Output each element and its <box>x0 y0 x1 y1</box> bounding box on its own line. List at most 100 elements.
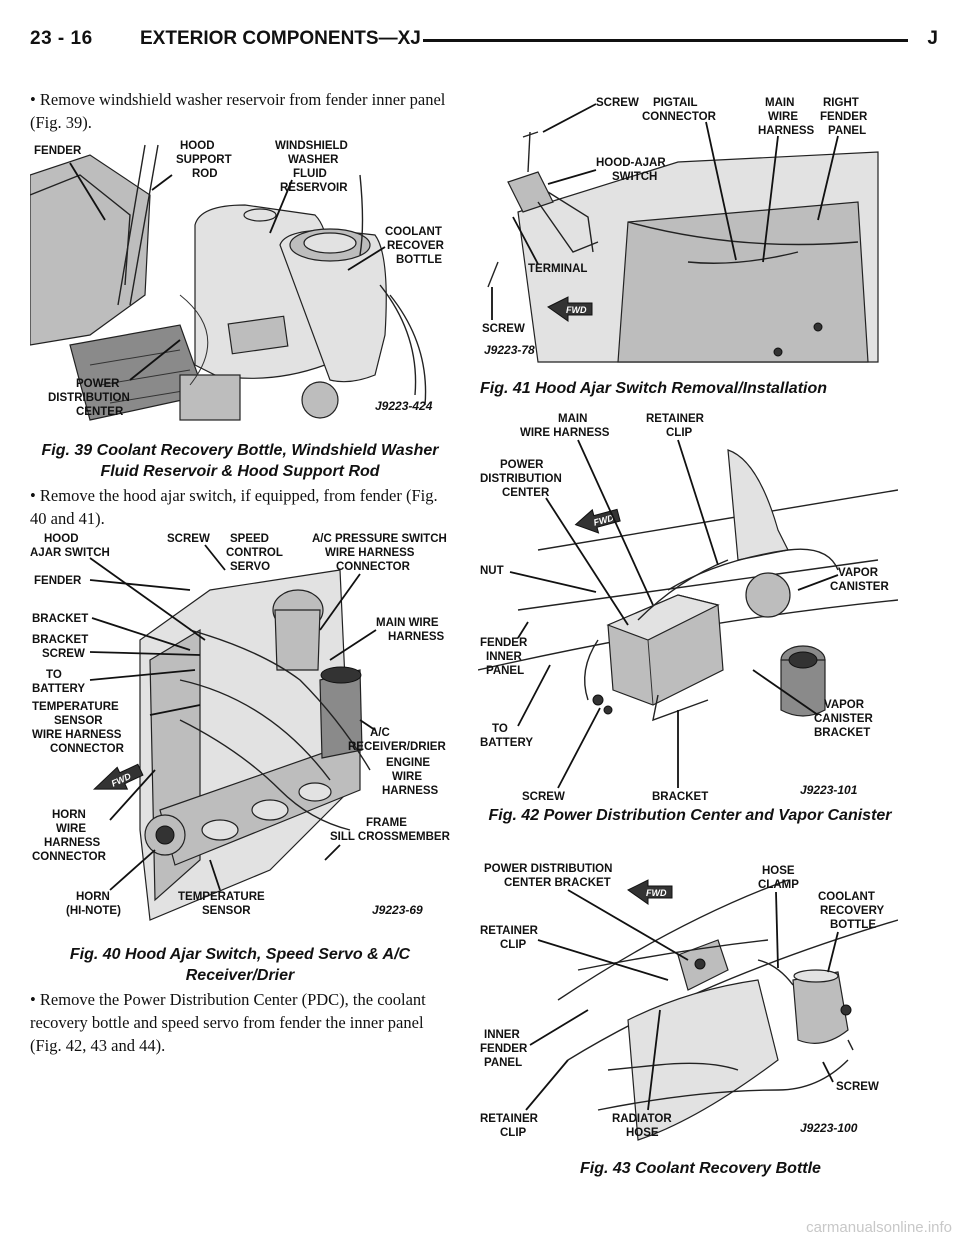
header-rule <box>423 39 908 42</box>
label-clip2: CLIP <box>500 1127 527 1139</box>
label-clamp: CLAMP <box>758 879 799 891</box>
label-vapor: VAPOR <box>838 567 879 579</box>
label-hi-note: (HI-NOTE) <box>66 905 121 917</box>
label-bracket: BRACKET <box>652 791 708 803</box>
label-rod: ROD <box>192 168 218 180</box>
label-to: TO <box>492 723 508 735</box>
label-to: TO <box>46 669 62 681</box>
label-screw: SCREW <box>836 1081 879 1093</box>
label-inner: INNER <box>484 1029 520 1041</box>
label-fluid: FLUID <box>293 168 327 180</box>
label-retainer: RETAINER <box>646 413 705 425</box>
label-washer: WASHER <box>288 154 339 166</box>
label-harness: HARNESS <box>388 631 445 643</box>
label-recover: RECOVER <box>387 240 445 252</box>
page-number: 23 - 16 <box>30 28 93 49</box>
fwd-arrow-label: FWD <box>646 888 667 898</box>
label-engine: ENGINE <box>386 757 430 769</box>
label-pdc-bracket2: CENTER BRACKET <box>504 877 611 889</box>
figure-39: FENDER HOOD SUPPORT ROD WINDSHIELD WASHE… <box>30 135 450 425</box>
label-frame: FRAME <box>366 817 407 829</box>
label-right: RIGHT <box>823 97 859 109</box>
label-coolant: COOLANT <box>385 226 442 238</box>
fwd-arrow-label: FWD <box>566 305 587 315</box>
label-recovery: RECOVERY <box>820 905 884 917</box>
label-fender: FENDER <box>480 1043 528 1055</box>
step-text: Remove the hood ajar switch, if equipped… <box>30 486 438 528</box>
label-canister: CANISTER <box>830 581 889 593</box>
label-retainer: RETAINER <box>480 925 539 937</box>
label-windshield: WINDSHIELD <box>275 140 348 152</box>
label-horn2: HORN <box>76 891 110 903</box>
label-radiator-hose: HOSE <box>626 1127 659 1139</box>
label-clip: CLIP <box>500 939 527 951</box>
label-control: CONTROL <box>226 547 283 559</box>
label-wire: WIRE <box>392 771 422 783</box>
label-power: POWER <box>500 459 544 471</box>
caption-fig-39: Fig. 39 Coolant Recovery Bottle, Windshi… <box>41 442 439 480</box>
step-3: • Remove the Power Distribution Center (… <box>30 988 450 1057</box>
label-main: MAIN <box>765 97 794 109</box>
step-bullet: • <box>30 486 36 505</box>
label-reservoir: RESERVOIR <box>280 182 348 194</box>
figure-code: J9223-100 <box>800 1121 858 1135</box>
label-wire3: WIRE <box>56 823 86 835</box>
label-coolant: COOLANT <box>818 891 875 903</box>
label-panel: PANEL <box>486 665 524 677</box>
label-bottle: BOTTLE <box>830 919 876 931</box>
label-harness: HARNESS <box>758 125 815 137</box>
label-fender: FENDER <box>480 637 528 649</box>
label-bottle: BOTTLE <box>396 254 442 266</box>
figure-40: FWD HOOD AJAR SWITCH SCREW SPEED CONTROL… <box>30 530 450 930</box>
label-horn: HORN <box>52 809 86 821</box>
label-distribution: DISTRIBUTION <box>480 473 562 485</box>
label-battery: BATTERY <box>480 737 533 749</box>
label-sill: SILL CROSSMEMBER <box>330 831 450 843</box>
label-screw: SCREW <box>167 533 210 545</box>
figure-code: J9223-78 <box>484 343 535 357</box>
label-connector: CONNECTOR <box>336 561 411 573</box>
step-1: • Remove windshield washer reservoir fro… <box>30 88 450 134</box>
caption-fig-40: Fig. 40 Hood Ajar Switch, Speed Servo & … <box>69 946 411 984</box>
label-power: POWER <box>76 378 120 390</box>
label-pdc-bracket1: POWER DISTRIBUTION <box>484 863 612 875</box>
label-fender: FENDER <box>34 145 82 157</box>
label-clip: CLIP <box>666 427 693 439</box>
label-hose: HOSE <box>762 865 795 877</box>
step-bullet: • <box>30 990 36 1009</box>
label-screw-bottom: SCREW <box>482 323 525 335</box>
label-inner: INNER <box>486 651 522 663</box>
label-distribution: DISTRIBUTION <box>48 392 130 404</box>
label-connector3: CONNECTOR <box>32 851 107 863</box>
label-bracket2: BRACKET <box>814 727 870 739</box>
label-wire: WIRE <box>768 111 798 123</box>
label-connector: CONNECTOR <box>642 111 717 123</box>
label-sensor: SENSOR <box>54 715 103 727</box>
step-bullet: • <box>30 90 36 109</box>
label-switch: SWITCH <box>612 171 657 183</box>
label-bracket: BRACKET <box>32 613 88 625</box>
caption-fig-42: Fig. 42 Power Distribution Center and Va… <box>488 807 892 824</box>
label-center: CENTER <box>76 406 124 418</box>
step-2: • Remove the hood ajar switch, if equipp… <box>30 484 450 530</box>
page-header: 23 - 16 EXTERIOR COMPONENTS—XJ J <box>30 28 938 52</box>
label-battery: BATTERY <box>32 683 85 695</box>
label-speed: SPEED <box>230 533 269 545</box>
label-canister2: CANISTER <box>814 713 873 725</box>
label-main: MAIN <box>558 413 587 425</box>
label-bracket-screw: SCREW <box>42 648 85 660</box>
caption-fig-41: Fig. 41 Hood Ajar Switch Removal/Install… <box>480 380 828 397</box>
label-panel: PANEL <box>828 125 866 137</box>
label-temperature2: TEMPERATURE <box>178 891 265 903</box>
figure-code: J9223-101 <box>800 783 858 797</box>
label-hood: HOOD <box>180 140 215 152</box>
label-center: CENTER <box>502 487 550 499</box>
label-panel: PANEL <box>484 1057 522 1069</box>
step-text: Remove the Power Distribution Center (PD… <box>30 990 426 1055</box>
label-main-wire: MAIN WIRE <box>376 617 439 629</box>
label-hood: HOOD <box>44 533 79 545</box>
label-harness2: HARNESS <box>382 785 439 797</box>
label-screw: SCREW <box>522 791 565 803</box>
label-vapor2: VAPOR <box>824 699 865 711</box>
label-receiver: RECEIVER/DRIER <box>348 741 446 753</box>
